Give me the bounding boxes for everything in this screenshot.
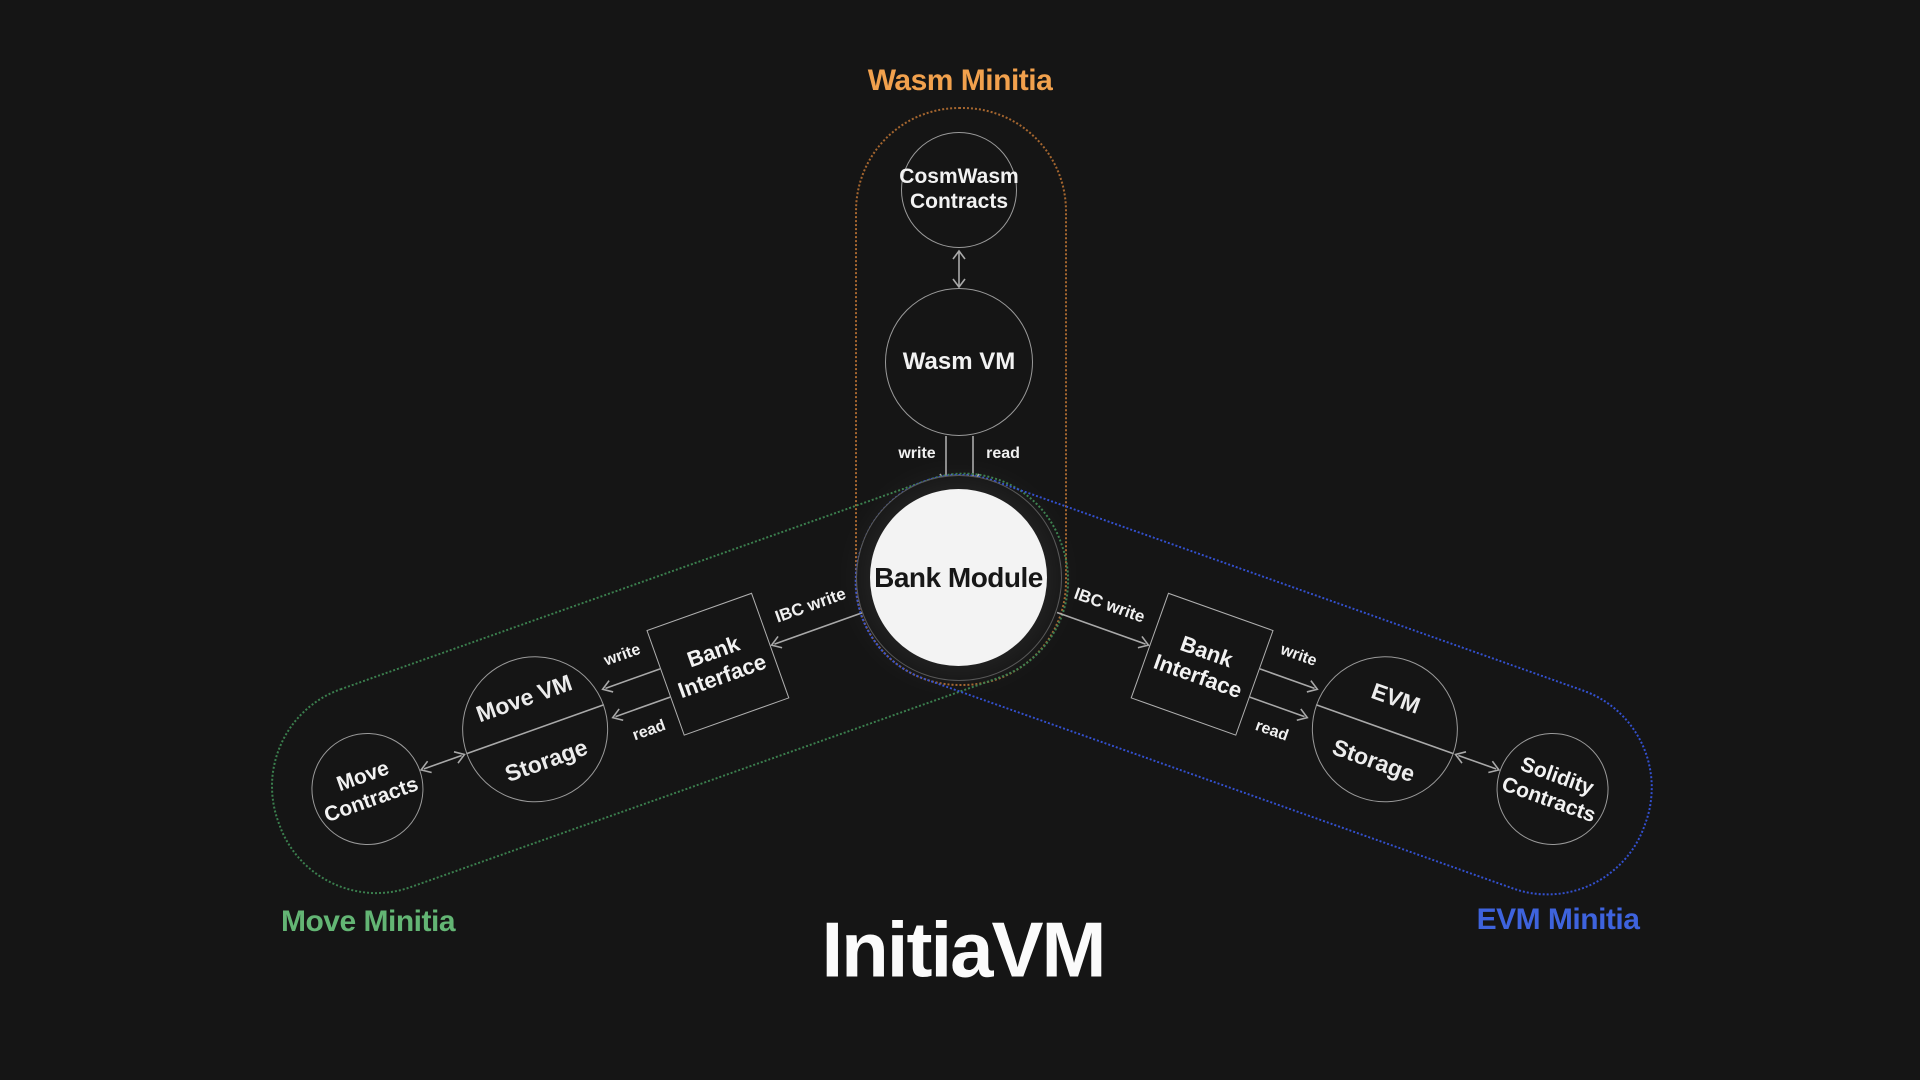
cosmwasm-contracts-label-line2: Contracts — [909, 190, 1009, 213]
move-minitia-label: Move Minitia — [280, 905, 456, 938]
bank-module-ring: Bank Module — [856, 475, 1062, 681]
wasm-write-label: write — [898, 445, 936, 462]
wasm-read-label: read — [986, 445, 1020, 462]
bank-module-node: Bank Module — [870, 489, 1047, 666]
wasm-vm-label: Wasm VM — [902, 347, 1016, 375]
evm-branch: IBC write Bank Interface write read EVM … — [825, 380, 1747, 1031]
cosmwasm-contracts-node: CosmWasm Contracts — [899, 132, 1019, 248]
wasm-minitia-label: Wasm Minitia — [867, 64, 1053, 97]
evm-minitia-label: EVM Minitia — [1476, 903, 1640, 936]
wasm-vm-node: Wasm VM — [885, 288, 1033, 436]
bank-module-label: Bank Module — [874, 561, 1043, 593]
evm-branch-connectors — [1056, 611, 1501, 774]
wasm-minitia-capsule-outline — [855, 107, 1067, 686]
move-branch: IBC write Bank Interface write read Move… — [174, 380, 1098, 1031]
cosmwasm-contracts-label-line1: CosmWasm — [899, 165, 1019, 189]
move-branch-connectors — [419, 611, 864, 774]
page-title: InitiaVM — [821, 905, 1106, 994]
